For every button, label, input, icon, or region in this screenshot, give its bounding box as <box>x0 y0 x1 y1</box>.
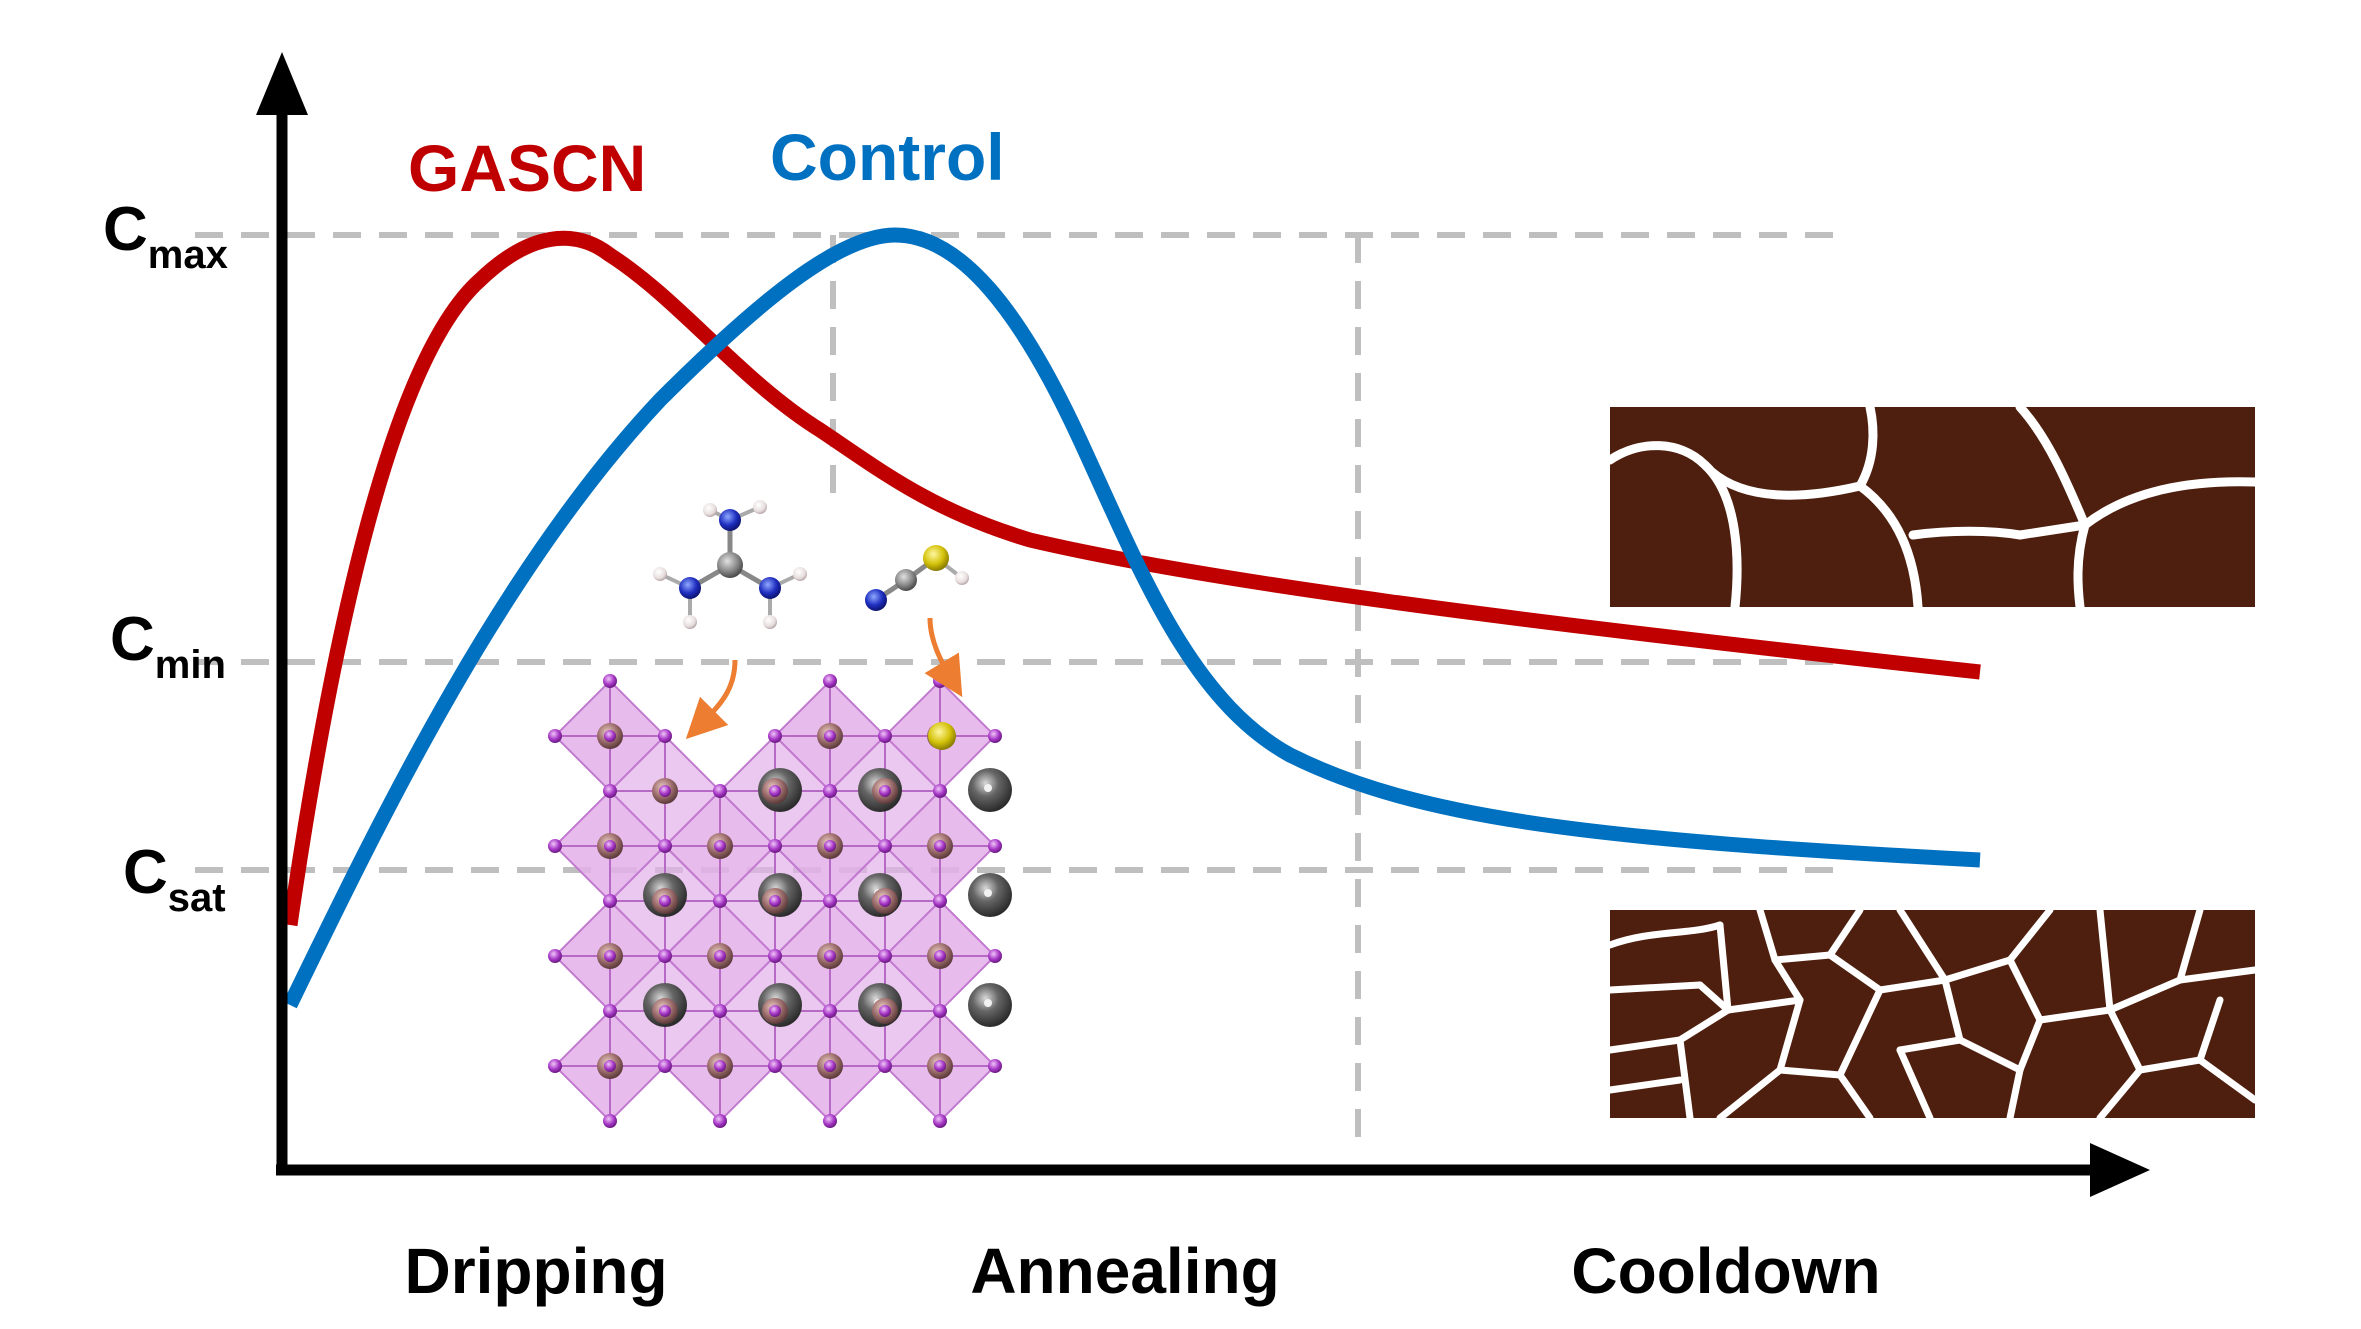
stage-label-dripping: Dripping <box>404 1235 667 1307</box>
stage-label-annealing: Annealing <box>970 1235 1279 1307</box>
legend-gascn: GASCN <box>408 131 646 205</box>
x-axis-arrowhead <box>2090 1143 2150 1197</box>
small-grain-film-icon <box>1606 906 2259 1122</box>
axes <box>256 52 2150 1197</box>
legend-control: Control <box>770 120 1005 194</box>
thiocyanate-molecule-icon <box>865 545 969 611</box>
perovskite-lattice-icon <box>548 674 1012 1128</box>
control-curve <box>283 227 1981 1009</box>
y-label-c-max: Cmax <box>103 195 228 277</box>
guanidinium-molecule-icon <box>653 500 807 629</box>
y-label-c-sat: Csat <box>123 838 226 920</box>
y-label-c-min: Cmin <box>110 605 226 687</box>
large-grain-film-icon <box>1605 402 2260 612</box>
y-axis-arrowhead <box>256 52 308 115</box>
stage-label-cooldown: Cooldown <box>1571 1235 1880 1307</box>
gascn-curve <box>282 230 1981 927</box>
guide-lines <box>195 232 1840 1150</box>
thiocyanate-insertion-arrow <box>924 617 963 698</box>
guanidinium-insertion-arrow <box>685 659 738 740</box>
